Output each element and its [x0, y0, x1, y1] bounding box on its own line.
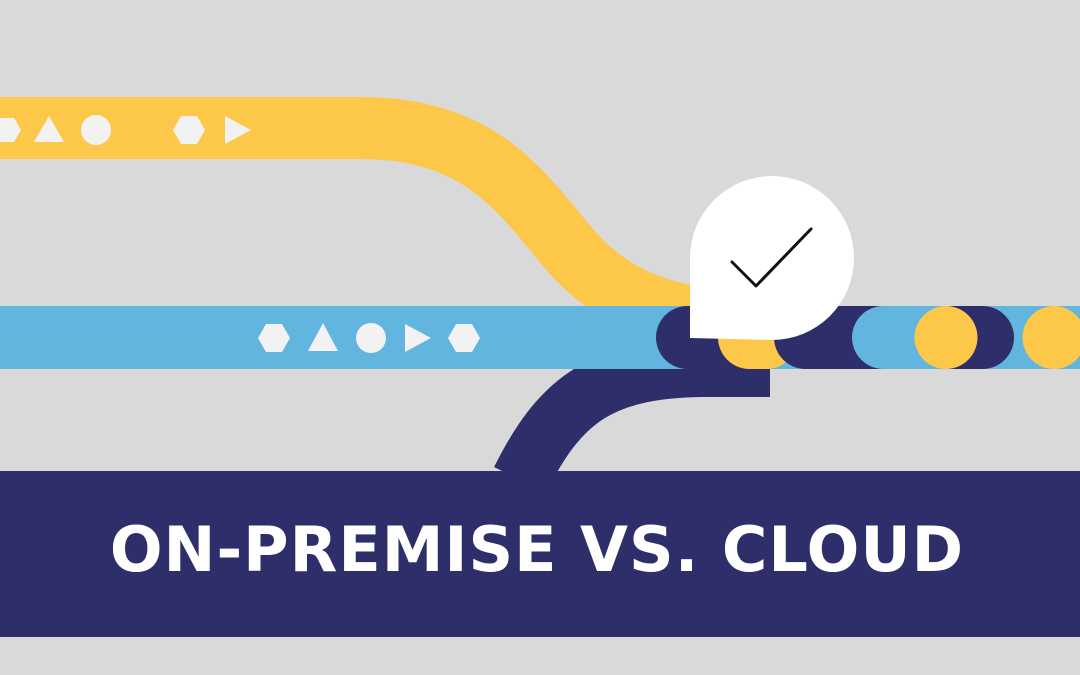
title-banner: [0, 471, 1080, 637]
hexagon-icon: [448, 324, 480, 352]
yellow-track: [0, 97, 706, 349]
play-icon: [405, 324, 431, 352]
navy-track: [494, 339, 770, 494]
hexagon-icon: [173, 116, 205, 144]
bubble-shape: [690, 176, 854, 340]
yellow-dot: [1022, 306, 1080, 369]
triangle-icon: [308, 323, 338, 351]
hexagon-icon: [258, 324, 290, 352]
play-icon: [225, 116, 251, 144]
circle-icon: [356, 323, 386, 353]
check-bubble: [690, 176, 854, 340]
checkmark-icon: [730, 227, 813, 288]
hexagon-icon: [0, 118, 21, 142]
page-title: ON-PREMISE VS. CLOUD: [110, 513, 964, 586]
yellow-track-shapes: [0, 115, 251, 145]
blue-track-shapes: [258, 323, 480, 353]
triangle-icon: [34, 116, 64, 142]
circle-icon: [81, 115, 111, 145]
yellow-dot: [914, 306, 978, 369]
